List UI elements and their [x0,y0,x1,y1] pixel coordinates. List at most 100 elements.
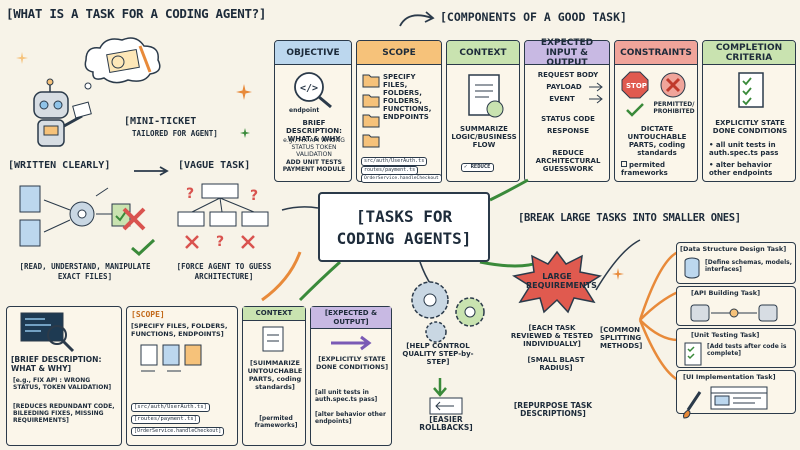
api-nodes-icon [690,304,778,322]
context-desc: SUMMARIZE LOGIC/BUSINESS FLOW [451,125,517,149]
bottom-context-desc: [SUIMMARIZE UNTOUCHABLE PARTS, coding st… [247,359,303,391]
constraints-header: CONSTRAINTS [615,41,697,65]
task-card-2: [API Building Task] [676,286,796,326]
task-desc-1: [Define schemas, models, interfaces] [705,259,793,273]
sparkle-icon [236,84,252,100]
bottom-scope-card: [SCOPE] [SPECIFY FILES, FOLDERS, FUNCTIO… [126,306,238,446]
scope-file-3: OrderService.handleCheckout [361,174,442,183]
constraints-item: permited frameworks [621,161,668,177]
check-icon [131,238,156,257]
svg-text:STOP: STOP [626,82,647,90]
expected-footer: REDUCE ARCHITECTURAL GUESSWORK [535,149,601,173]
bottom-context-header: CONTEXT [243,307,305,321]
bottom-expected-bullet-2: [alter behavior other endpoints] [315,411,386,425]
objective-extra: ADD UNIT TESTS PAYMENT MODULE [282,159,346,173]
task-name-1: [Data Structure Design Task] [680,245,787,253]
cross-icon [122,207,146,231]
task-card-3: [Unit Testing Task] [Add tests after cod… [676,328,796,368]
svg-text:?: ? [250,188,258,204]
mini-ticket-sub: TAILORED FOR AGENT] [132,129,218,138]
laptop-magnifier-icon [20,312,75,353]
permitted-label: PERMITTED/ PROHIBITED [653,101,695,115]
bottom-expected-header: [EXPECTED & OUTPUT] [311,307,391,329]
bottom-brief-card: [BRIEF DESCRIPTION: WHAT & WHY] [e.g., F… [6,306,122,446]
rollbacks-label: [EASIER ROLLBACKS] [419,415,473,432]
bottom-brief-example: [e.g., FIX API : WRONG STATUS, TOKEN VAL… [13,377,112,391]
folder-icon [362,74,380,148]
completion-bullet-2: • alter behavior other endpoints [709,161,773,177]
arrow-icon [331,335,372,351]
bottom-brief-title: [BRIEF DESCRIPTION: WHAT & WHY] [11,355,102,373]
bottom-context-card: CONTEXT [SUIMMARIZE UNTOUCHABLE PARTS, c… [242,306,306,446]
mini-ticket-title: [MINI-TICKET [124,116,197,127]
break-title: [BREAK LARGE TASKS INTO SMALLER ONES] [518,212,741,224]
bottom-expected-card: [EXPECTED & OUTPUT] [EXPLICITLY STATE DO… [310,306,392,446]
files-icon [140,344,202,372]
clipboard-icon [684,342,702,366]
scope-header: SCOPE [357,41,441,65]
bottom-expected-desc: [EXPLICITLY STATE DONE CONDITIONS] [315,355,389,371]
expected-card: EXPECTED INPUT & OUTPUT REQUEST BODY PAY… [524,38,610,182]
checklist-icon [738,72,764,108]
bottom-scope-file-2: [routes/payment.ts] [131,415,200,424]
objective-header: OBJECTIVE [275,41,351,65]
scope-desc: SPECIFY FILES, FOLDERS, FOLDERS, FUNCTIO… [383,73,432,121]
center-title: [TASKS FOR CODING AGENTS] [336,207,472,248]
force-agent-label: [FORCE AGENT TO GUESS ARCHITECTURE] [176,262,272,281]
prohibited-icon [660,72,686,98]
written-clearly-label: [WRITTEN CLEARLY] [8,160,111,171]
endpoint-label: endpoint [289,107,320,114]
svg-text:</>: </> [300,83,318,94]
context-card: CONTEXT SUMMARIZE LOGIC/BUSINESS FLOW ✓ … [446,40,520,182]
sparkle-icon [240,128,250,138]
stop-sign-icon: STOP [621,71,649,99]
vague-task-label: [VAGUE TASK] [178,160,251,171]
large-requirements-burst [512,250,602,314]
task-name-4: [UI Implementation Task] [683,373,776,381]
sparkle-icon [612,268,624,280]
small-blast-label: [SMALL BLAST RADIUS] [527,356,585,372]
help-control-label: [HELP CONTROL QUALITY STEP-by-STEP] [402,342,474,366]
output-item-1: STATUS CODE [541,115,595,123]
task-card-1: [Data Structure Design Task] [Define sch… [676,242,796,284]
gears-icon [411,281,485,343]
input-item-3: EVENT [549,95,575,103]
each-task-label: [EACH TASK REVIEWED & TESTED INDIVIDUALL… [510,324,594,348]
rollback-box-icon [429,397,463,415]
constraints-desc: DICTATE UNTOUCHABLE PARTS, coding standa… [627,125,687,157]
ui-window-icon [710,386,768,410]
paintbrush-icon [683,391,702,419]
center-title-box: [TASKS FOR CODING AGENTS] [318,192,490,262]
components-title: [COMPONENTS OF A GOOD TASK] [440,10,627,24]
document-icon [468,74,504,118]
arrow-icon [134,166,169,176]
repurpose-label: [REPURPOSE TASK DESCRIPTIONS] [513,401,593,418]
task-card-4: [UI Implementation Task] [676,370,796,414]
vague-diagram-illustration: ? ? ? [177,183,269,250]
bottom-scope-file-3: [OrderService.handleCheckout] [131,427,225,436]
bottom-expected-bullet-1: [all unit tests in auth.spec.ts pass] [315,389,378,403]
task-name-2: [API Building Task] [691,289,761,297]
bottom-context-item: [permited frameworks] [254,415,298,429]
bottom-brief-reduces: [REDUCES REDUNDANT CODE, BILEEDING FIXES… [13,403,115,424]
completion-bullet-1: • all unit tests in auth.spec.ts pass [709,141,779,157]
arrow-icon [589,82,603,104]
constraints-card: CONSTRAINTS STOP PERMITTED/ PROHIBITED D… [614,40,698,182]
task-desc-3: [Add tests after code is complete] [707,343,787,357]
robot-icon [33,78,92,147]
bottom-scope-header: [SCOPE] [131,310,165,319]
sparkle-icon [16,52,28,64]
thought-cloud-icon [84,37,161,90]
scope-card: SCOPE SPECIFY FILES, FOLDERS, FOLDERS, F… [356,40,442,183]
objective-example: e.g., FIX API WRONG STATUS TOKEN VALIDAT… [283,137,345,158]
reduce-badge: ✓ REDUCE [461,163,494,172]
arrow-icon [399,11,435,27]
magnifier-code-icon: </> [294,72,332,109]
input-item-1: REQUEST BODY [537,71,599,79]
database-icon [684,257,700,279]
bottom-scope-file-1: [src/auth/UserAuth.ts] [131,403,210,412]
completion-header: COMPLETION CRITERIA [703,41,795,65]
large-requirements-label: LARGE REQUIREMENTS [526,272,597,290]
svg-text:?: ? [216,234,224,250]
